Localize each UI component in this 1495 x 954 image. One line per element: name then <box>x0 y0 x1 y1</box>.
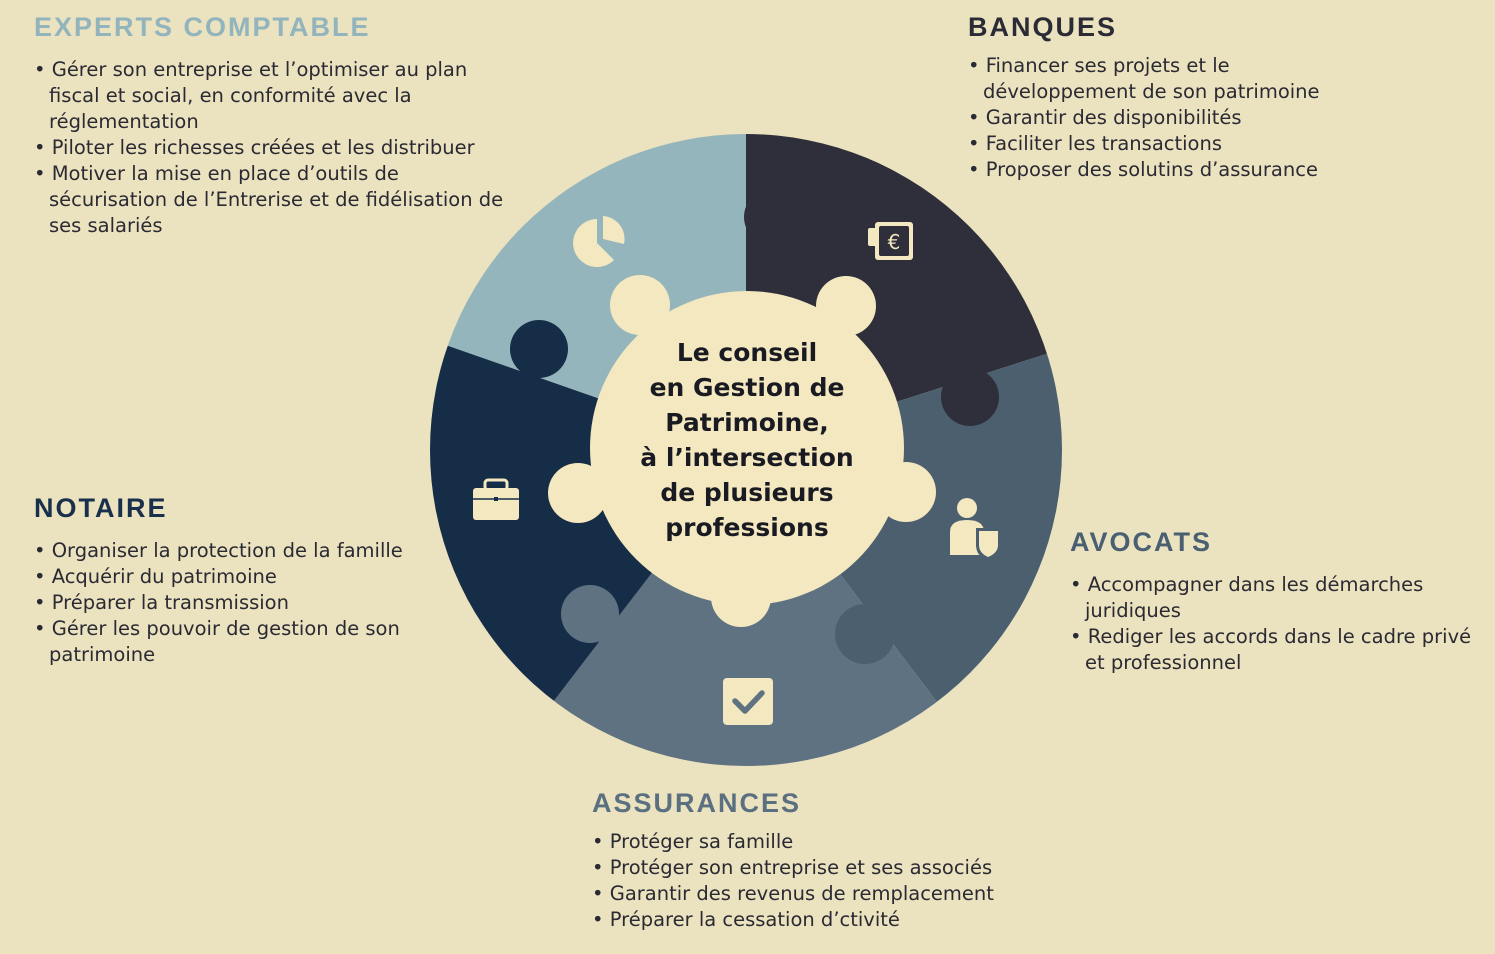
center-line: Patrimoine, <box>665 408 829 437</box>
center-line: à l’intersection <box>640 443 854 472</box>
euro-symbol: € <box>888 230 901 254</box>
list-item: Organiser la protection de la famille <box>34 538 454 564</box>
notaire-title: NOTAIRE <box>34 493 168 523</box>
center-hub <box>548 275 936 627</box>
knob-experts-banques <box>744 189 800 245</box>
euro-document-icon: € <box>868 222 913 260</box>
list-item: Gérer les pouvoir de gestion de son patr… <box>34 616 454 668</box>
assurances-list: Protéger sa famille Protéger son entrepr… <box>592 829 1052 933</box>
notaire-block: NOTAIRE Organiser la protection de la fa… <box>34 493 454 668</box>
notaire-list: Organiser la protection de la famille Ac… <box>34 538 454 668</box>
list-item: Financer ses projets et le développement… <box>968 53 1388 105</box>
list-item: Accompagner dans les démarches juridique… <box>1070 572 1495 624</box>
list-item: Préparer la cessation d’ctivité <box>592 907 1052 933</box>
knob-avocats-assurances <box>835 604 895 664</box>
briefcase-icon <box>473 478 519 520</box>
list-item: Piloter les richesses créées et les dist… <box>34 135 504 161</box>
center-label: Le conseil en Gestion de Patrimoine, à l… <box>612 335 882 545</box>
experts-comptable-block: EXPERTS COMPTABLE Gérer son entreprise e… <box>34 12 504 239</box>
experts-title: EXPERTS COMPTABLE <box>34 12 371 42</box>
list-item: Garantir des disponibilités <box>968 105 1388 131</box>
avocats-title: AVOCATS <box>1070 527 1212 557</box>
list-item: Proposer des solutins d’assurance <box>968 157 1388 183</box>
knob-notaire-experts <box>510 320 568 378</box>
center-line: professions <box>665 513 829 542</box>
experts-list: Gérer son entreprise et l’optimiser au p… <box>34 57 504 239</box>
list-item: Rediger les accords dans le cadre privé … <box>1070 624 1495 676</box>
avocats-list: Accompagner dans les démarches juridique… <box>1070 572 1495 676</box>
lawyer-shield-icon <box>950 498 1001 561</box>
center-line: en Gestion de <box>649 373 845 402</box>
assurances-title: ASSURANCES <box>592 788 802 818</box>
list-item: Protéger sa famille <box>592 829 1052 855</box>
banques-list: Financer ses projets et le développement… <box>968 53 1388 183</box>
banques-block: BANQUES Financer ses projets et le dével… <box>968 12 1388 183</box>
list-item: Gérer son entreprise et l’optimiser au p… <box>34 57 504 135</box>
assurances-block: ASSURANCES Protéger sa famille Protéger … <box>592 788 1052 933</box>
knob-assurances-notaire <box>561 585 619 643</box>
avocats-block: AVOCATS Accompagner dans les démarches j… <box>1070 527 1495 676</box>
list-item: Préparer la transmission <box>34 590 454 616</box>
banques-title: BANQUES <box>968 12 1118 42</box>
list-item: Acquérir du patrimoine <box>34 564 454 590</box>
list-item: Motiver la mise en place d’outils de séc… <box>34 161 504 239</box>
center-line: de plusieurs <box>660 478 834 507</box>
knob-banques-avocats <box>941 368 999 426</box>
list-item: Garantir des revenus de remplacement <box>592 881 1052 907</box>
list-item: Protéger son entreprise et ses associés <box>592 855 1052 881</box>
list-item: Faciliter les transactions <box>968 131 1388 157</box>
checkbox-icon <box>723 678 773 725</box>
center-line: Le conseil <box>676 338 818 367</box>
pie-chart-icon <box>573 216 625 267</box>
